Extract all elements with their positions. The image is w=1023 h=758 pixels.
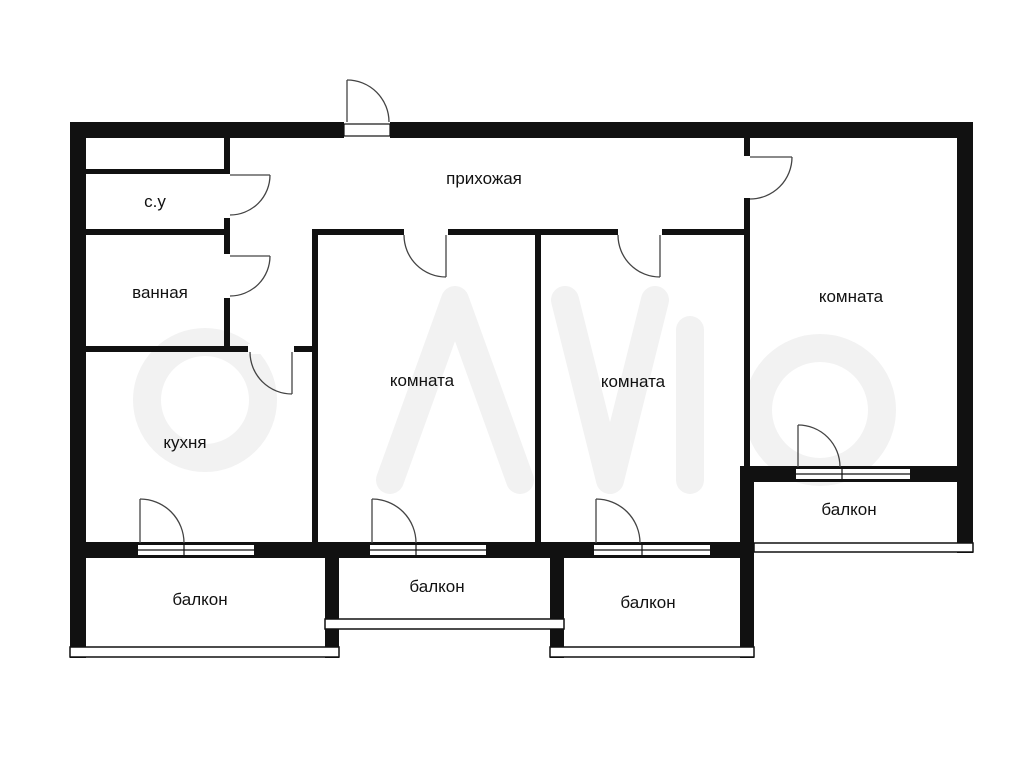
label-room-right: комната bbox=[819, 287, 884, 306]
balcony-right-wall-left bbox=[550, 558, 564, 658]
label-room-center-left: комната bbox=[390, 371, 455, 390]
label-bathroom: ванная bbox=[132, 283, 188, 302]
door-entrance bbox=[346, 79, 390, 123]
door-balcony-right bbox=[595, 498, 641, 544]
room-labels: с.у ванная прихожая кухня комната комнат… bbox=[132, 169, 884, 612]
label-balcony-mid: балкон bbox=[409, 577, 464, 596]
watermark bbox=[133, 286, 896, 494]
wall-right-step bbox=[740, 466, 754, 558]
balcony-mid-wall-left bbox=[325, 558, 339, 630]
door-kitchen bbox=[249, 351, 293, 395]
label-balcony-kitchen: балкон bbox=[172, 590, 227, 609]
door-room-right bbox=[749, 156, 793, 200]
wall-left bbox=[70, 122, 86, 658]
label-wc: с.у bbox=[144, 192, 166, 211]
wall-right bbox=[957, 122, 973, 553]
door-balcony-room-right bbox=[797, 424, 841, 468]
balcony-right-wall-right bbox=[740, 558, 754, 658]
door-wc bbox=[229, 174, 271, 216]
parapet-room-right bbox=[753, 542, 974, 553]
door-bathroom bbox=[229, 255, 271, 297]
interior-walls bbox=[86, 138, 750, 546]
door-balcony-kitchen bbox=[139, 498, 185, 544]
label-balcony-right: балкон bbox=[620, 593, 675, 612]
wall-opening-lines bbox=[138, 123, 910, 555]
label-kitchen: кухня bbox=[163, 433, 206, 452]
label-balcony-room-right: балкон bbox=[821, 500, 876, 519]
wall-top bbox=[70, 122, 973, 138]
exterior-walls bbox=[70, 122, 973, 658]
entrance-opening bbox=[344, 122, 390, 138]
door-room-center-right bbox=[617, 234, 661, 278]
label-hallway: прихожая bbox=[446, 169, 522, 188]
parapet-mid bbox=[324, 618, 565, 630]
door-room-center-left bbox=[403, 234, 447, 278]
door-gaps bbox=[222, 156, 752, 354]
label-room-center-right: комната bbox=[601, 372, 666, 391]
parapet-right bbox=[549, 646, 755, 658]
doors bbox=[139, 79, 841, 544]
balcony-parapets bbox=[69, 542, 974, 658]
door-balcony-mid bbox=[371, 498, 417, 544]
parapet-kitchen bbox=[69, 646, 340, 658]
